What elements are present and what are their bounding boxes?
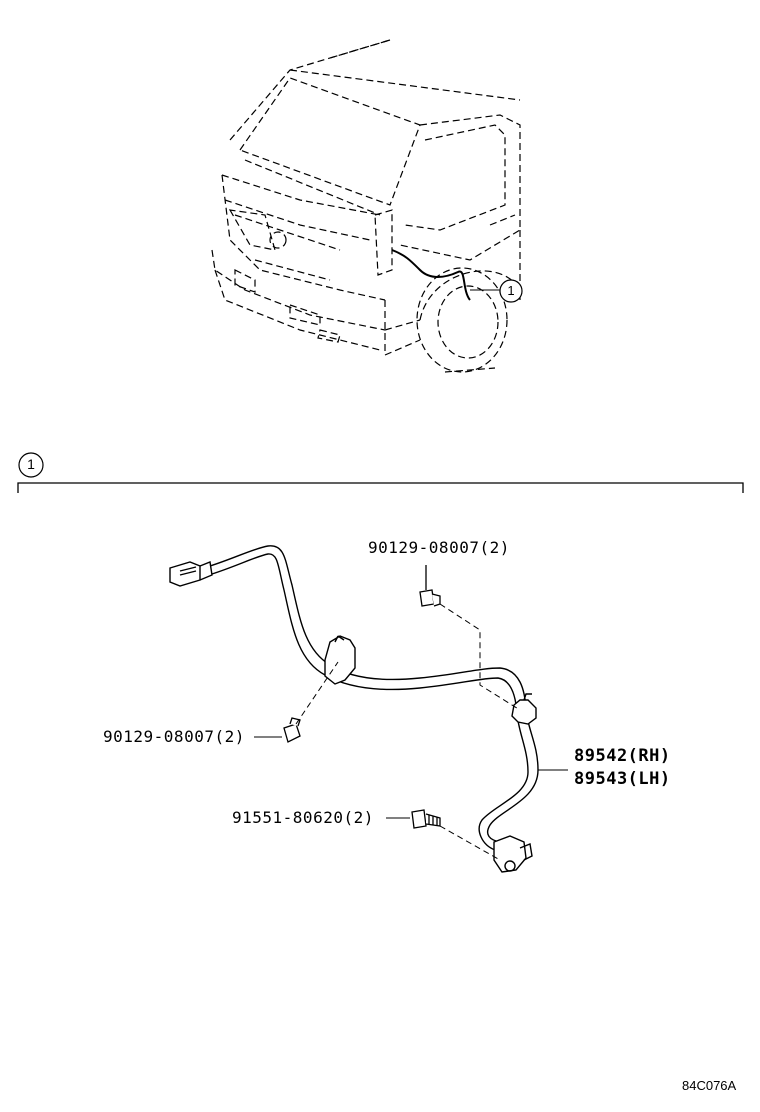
truck-sensor-wire: [391, 249, 471, 301]
truck-illustration: [211, 39, 521, 373]
part-label-clip-left: 90129-08007(2): [103, 727, 245, 746]
part-label-sensor-lh: 89543(LH): [574, 769, 671, 789]
leader-lines: [254, 736, 568, 819]
clip-upper-icon: [419, 565, 441, 607]
phantom-lines: [295, 603, 521, 861]
part-label-bolt: 91551-80620(2): [232, 808, 374, 827]
section-callout-circle: [18, 452, 44, 478]
bolt-icon: [411, 809, 441, 829]
truck-callout-circle: [499, 279, 523, 303]
part-label-clip-upper: 90129-08007(2): [368, 538, 510, 557]
section-callout-number: 1: [27, 456, 35, 472]
part-label-sensor-rh: 89542(RH): [574, 746, 671, 766]
sensor-harness: [169, 545, 539, 873]
diagram-code: 84C076A: [682, 1078, 737, 1093]
section-divider: [17, 482, 744, 493]
truck-callout-number: 1: [507, 283, 515, 298]
clip-left-icon: [283, 717, 301, 743]
